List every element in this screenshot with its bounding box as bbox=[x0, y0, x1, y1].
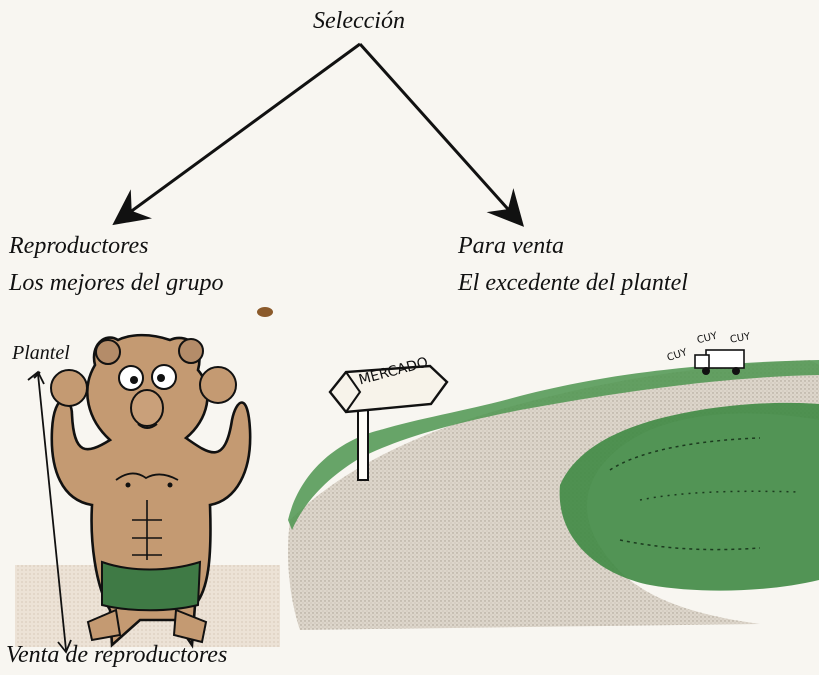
market-sign bbox=[328, 364, 449, 481]
cuy-truck bbox=[694, 349, 745, 375]
diagram-title: Selección bbox=[313, 8, 405, 34]
guinea-pig-character bbox=[50, 333, 252, 649]
bush-right bbox=[559, 402, 819, 591]
right-branch-line2: El excedente del plantel bbox=[458, 270, 688, 296]
ink-blot bbox=[257, 307, 273, 317]
arrow-to-venta bbox=[358, 42, 525, 227]
market-landscape bbox=[288, 360, 819, 630]
plantel-arrow bbox=[27, 370, 72, 654]
left-branch-line2: Los mejores del grupo bbox=[9, 270, 224, 296]
left-branch-line1: Reproductores bbox=[9, 233, 149, 259]
bottom-label: Venta de reproductores bbox=[6, 642, 228, 668]
green-shorts bbox=[101, 560, 202, 612]
plantel-label: Plantel bbox=[12, 342, 70, 364]
road bbox=[288, 360, 819, 630]
arrow-to-reproductores bbox=[112, 42, 361, 226]
right-branch-line1: Para venta bbox=[458, 233, 564, 259]
selection-arrows bbox=[112, 42, 525, 227]
bush-left bbox=[288, 360, 819, 530]
